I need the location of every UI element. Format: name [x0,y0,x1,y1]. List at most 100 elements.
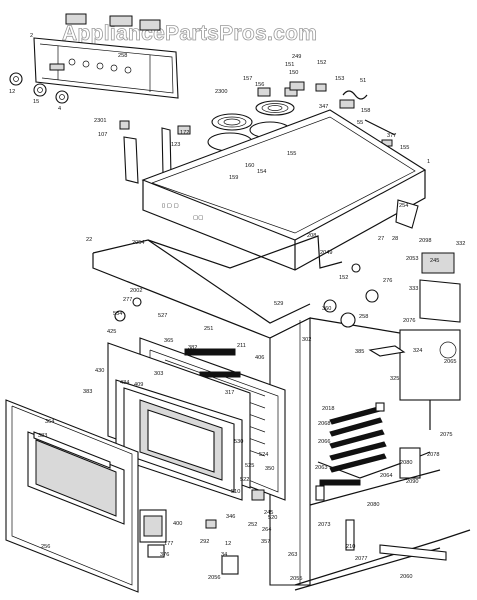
part-label-p434: 434 [120,380,129,386]
part-label-p154: 154 [257,169,266,175]
part-number-labels: 2258121542301107123157156230017224915115… [9,33,465,582]
part-label-p2063: 2063 [315,465,327,471]
part-label-p251: 251 [204,326,213,332]
part-label-p2064: 2064 [380,473,392,479]
part-label-p385: 385 [355,349,364,355]
part-label-p123: 123 [171,142,180,148]
part-label-p152: 152 [317,60,326,66]
part-label-p357: 357 [261,539,270,545]
part-label-p245: 245 [430,258,439,264]
part-label-p377: 377 [387,133,396,139]
part-label-p15: 15 [33,99,39,105]
part-label-p258b: 258 [359,314,368,320]
part-label-p382: 382 [188,345,197,351]
part-label-p249: 249 [292,54,301,60]
part-label-p28: 28 [392,236,398,242]
part-label-p55: 55 [357,120,363,126]
part-label-p208: 208 [307,233,316,239]
part-label-p2300: 2300 [215,89,227,95]
misc-hardware [114,263,406,575]
part-label-p107: 107 [98,132,107,138]
svg-text:▯ ▢ ▢: ▯ ▢ ▢ [162,203,179,209]
part-label-p2018: 2018 [322,406,334,412]
part-label-p252: 252 [248,522,257,528]
part-label-p2060: 2060 [400,574,412,580]
part-label-p211: 211 [237,343,246,349]
part-label-p525: 525 [245,463,254,469]
part-label-p534: 534 [113,311,122,317]
part-label-p325: 325 [390,376,399,382]
part-label-p409: 409 [134,382,143,388]
watermark-text: AppliancePartsPros.com [62,22,317,45]
part-label-p365: 365 [164,338,173,344]
svg-text:▢▢: ▢▢ [193,215,204,221]
part-label-p376: 376 [160,552,169,558]
part-label-p1: 1 [427,159,430,165]
part-label-p258: 258 [118,53,127,59]
part-label-p27: 27 [378,236,384,242]
part-label-p155b: 155 [400,145,409,151]
part-label-p2301: 2301 [94,118,106,124]
part-label-p333: 333 [409,286,418,292]
control-panel [33,13,179,99]
part-label-p2055: 2055 [290,576,302,582]
part-label-p332: 332 [456,241,465,247]
part-label-p277: 277 [123,297,132,303]
part-label-p350: 350 [265,466,274,472]
part-label-p160: 160 [245,163,254,169]
part-label-p302: 302 [302,337,311,343]
part-label-p360: 360 [322,306,331,312]
part-label-p383b: 383 [38,433,47,439]
part-label-p425: 425 [107,329,116,335]
part-label-p2053: 2053 [406,256,418,262]
part-label-p364: 364 [45,419,54,425]
part-label-p155: 155 [287,151,296,157]
part-label-p150: 150 [289,70,298,76]
part-label-p2076: 2076 [403,318,415,324]
part-label-p2054: 2054 [132,240,144,246]
part-label-p2056: 2056 [208,575,220,581]
part-label-p2080: 2080 [400,460,412,466]
part-label-p4: 4 [58,106,61,112]
part-label-p34: 34 [221,552,227,558]
part-label-p2002: 2002 [130,288,142,294]
part-label-p430: 430 [95,368,104,374]
part-label-p317: 317 [225,390,234,396]
inner-door [107,342,251,501]
part-label-p2065: 2065 [444,359,456,365]
part-label-p177: 177 [164,541,173,547]
part-label-p346: 346 [226,514,235,520]
part-label-p210: 210 [346,544,355,550]
part-label-p324: 324 [413,348,422,354]
part-label-p12b: 12 [225,541,231,547]
part-label-p520: 520 [268,515,277,521]
part-label-p2077: 2077 [355,556,367,562]
part-label-p400: 400 [173,521,182,527]
part-label-p527: 527 [158,313,167,319]
part-label-p22: 22 [86,237,92,243]
part-label-p12: 12 [9,89,15,95]
part-label-p292: 292 [200,539,209,545]
part-label-p264: 264 [262,527,271,533]
part-label-p152b: 152 [339,275,348,281]
drawer-parts [139,509,447,561]
part-label-p2066: 2066 [318,439,330,445]
part-label-p383: 383 [83,389,92,395]
top-hardware [289,81,396,147]
part-label-p2080b: 2080 [367,502,379,508]
part-label-p2078: 2078 [427,452,439,458]
part-label-p172: 172 [180,130,189,136]
part-label-p158: 158 [361,108,370,114]
part-label-p157: 157 [243,76,252,82]
part-label-p2073: 2073 [318,522,330,528]
range-body [92,199,471,591]
control-knobs [9,63,69,104]
part-label-p276: 276 [383,278,392,284]
part-label-p156: 156 [255,82,264,88]
part-label-p524: 524 [259,452,268,458]
part-label-p2049: 2049 [320,250,332,256]
cooktop: ▯ ▢ ▢ ▢▢ [141,109,427,271]
part-label-p159: 159 [229,175,238,181]
part-label-p254: 254 [399,203,408,209]
